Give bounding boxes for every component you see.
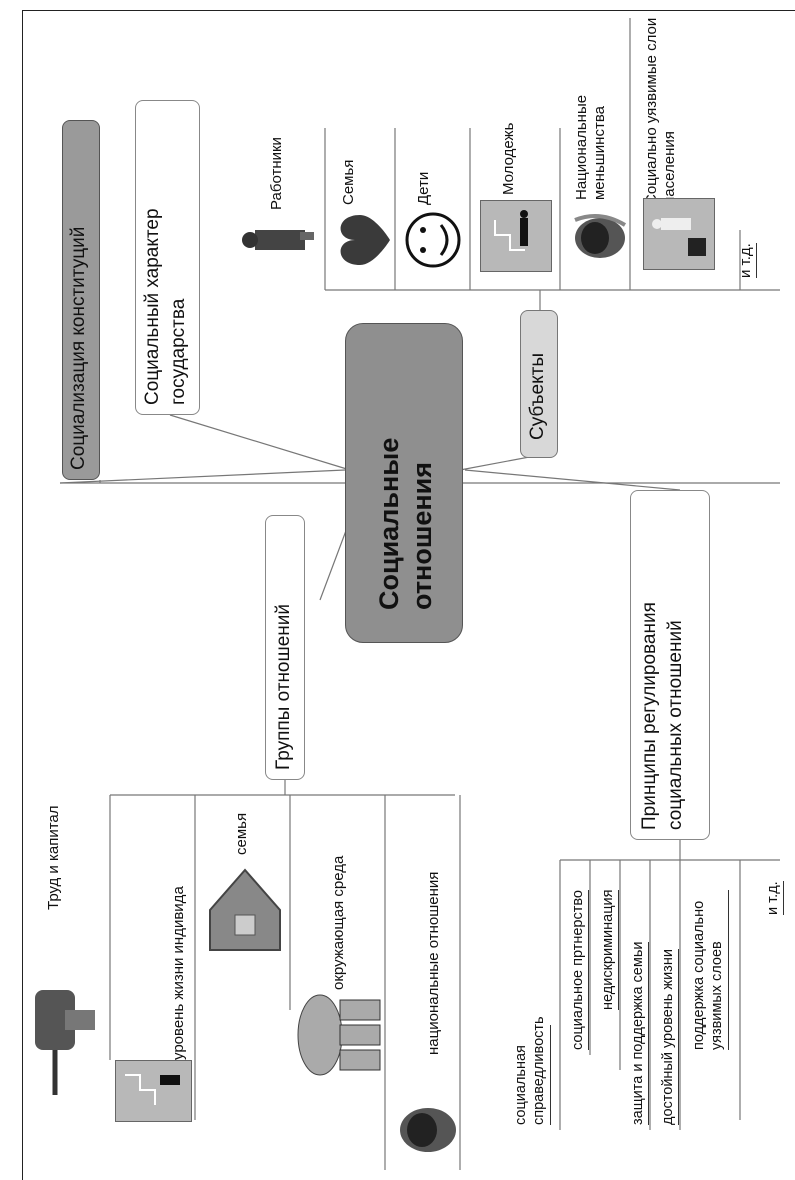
group-family: семья — [233, 812, 250, 855]
heart-icon — [340, 215, 390, 265]
subject-workers: Работники — [268, 137, 285, 210]
diagram-frame — [22, 10, 795, 1180]
principle-justice: социальная справедливость — [512, 1016, 551, 1125]
subject-youth: Молодежь — [500, 122, 517, 195]
central-node — [345, 323, 463, 643]
principle-vulnerable-support: поддержка социально уязвимых слоев — [690, 890, 729, 1050]
groups-node — [265, 515, 305, 780]
factory-icon — [297, 994, 381, 1076]
principle-decent-living: достойный уровень жизни — [660, 949, 679, 1125]
principles-label: Принципы регулирования социальных отноше… — [639, 602, 686, 830]
groups-label: Группы отношений — [273, 603, 294, 770]
group-labor-capital: Труд и капитал — [45, 805, 62, 911]
principles-node — [630, 490, 710, 840]
constitution-node — [62, 120, 100, 480]
drill-icon — [35, 990, 95, 1095]
handshake-icon — [574, 214, 627, 258]
principle-family-support: защита и поддержка семьи — [630, 941, 649, 1125]
youth-stairs-figure-icon — [494, 210, 528, 251]
subjects-node — [520, 310, 558, 458]
group-living-standard: уровень жизни индивида — [170, 886, 187, 1060]
smiley-icon — [405, 212, 461, 268]
subject-vulnerable: Социально уязвимые слои населения — [643, 17, 678, 205]
state-character-node — [135, 100, 200, 415]
group-environment: окружающая среда — [330, 855, 347, 990]
principle-etc: и т.д. — [765, 881, 784, 915]
subject-etc: и т.д. — [737, 243, 757, 278]
youth-stairs-icon — [480, 200, 552, 272]
principle-partnership: социальное пртнерство — [570, 890, 589, 1050]
subject-family: Семья — [340, 159, 357, 205]
central-label: Социальные отношения — [374, 437, 437, 610]
vulnerable-figure-icon — [652, 218, 706, 256]
house-icon — [209, 868, 281, 951]
handshake-icon-2 — [400, 1108, 456, 1152]
state-character-label: Социальный характер государства — [142, 208, 189, 405]
principle-nondiscrimination: недискриминация — [600, 889, 619, 1010]
constitution-label: Социализация конституций — [68, 226, 89, 470]
subjects-label: Субъекты — [527, 352, 548, 440]
subject-minorities: Национальные меньшинства — [573, 94, 608, 200]
vulnerable-icon — [643, 198, 715, 270]
stairs-figure-icon — [125, 1074, 180, 1105]
group-national: национальные отношения — [425, 871, 442, 1055]
worker-icon — [242, 230, 314, 250]
subject-children: Дети — [415, 171, 432, 205]
